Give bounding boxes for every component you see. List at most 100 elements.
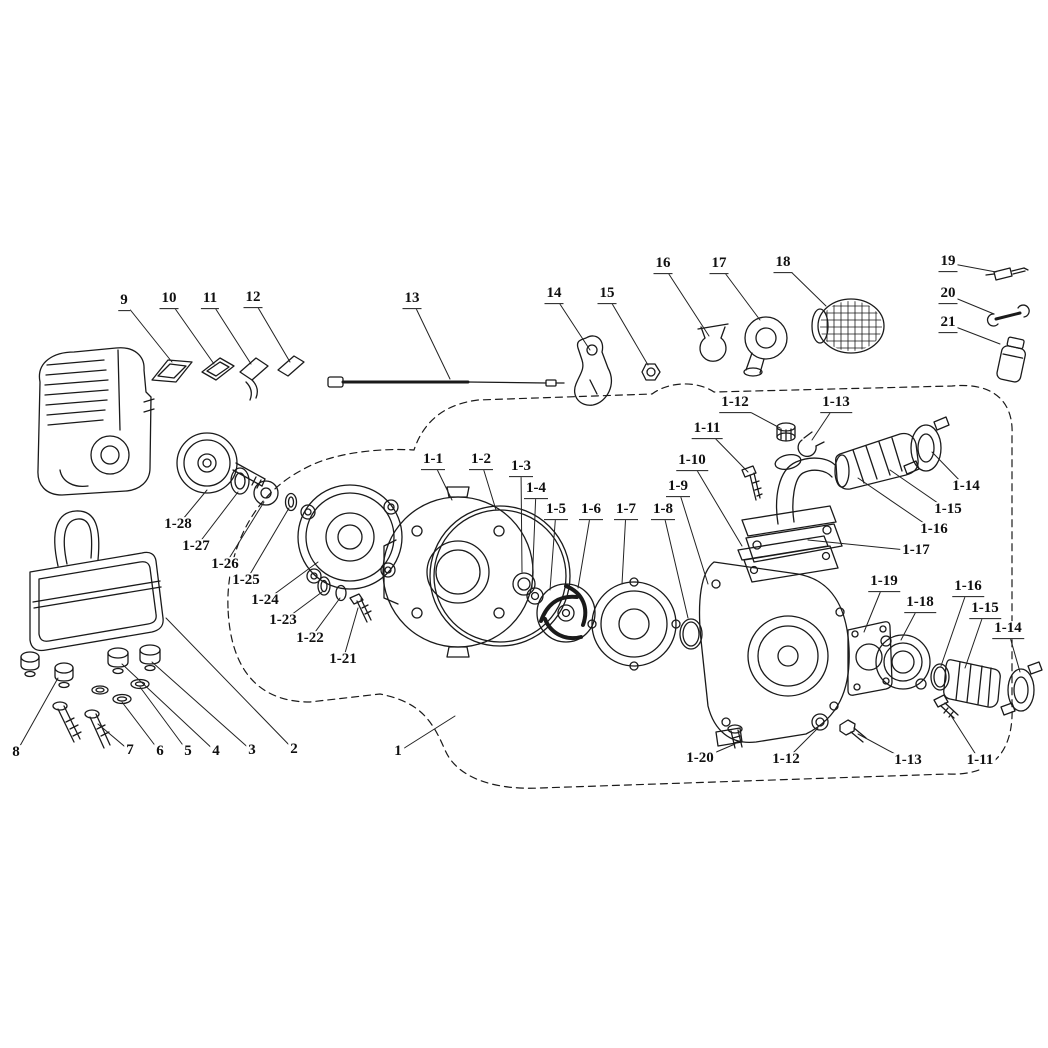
part-label-1-28: 1-28 <box>162 516 194 533</box>
carburetor-elbow-drawing <box>743 316 788 377</box>
part-label-1-16: 1-16 <box>918 521 950 538</box>
leader-line-15 <box>606 294 649 366</box>
engine-assembly-drawing <box>37 347 155 496</box>
carry-frame-drawing <box>29 510 164 652</box>
pump-body-drawing <box>698 535 850 747</box>
leader-line-1-8 <box>662 510 689 619</box>
clutch-housing-drawing <box>297 484 403 590</box>
part-label-1-12: 1-12 <box>770 751 802 768</box>
part-label-1: 1 <box>392 743 404 760</box>
leader-line-1-10 <box>691 461 743 547</box>
part-label-1-22: 1-22 <box>294 630 326 647</box>
part-label-1-13: 1-13 <box>820 394 852 413</box>
part-label-5: 5 <box>182 743 194 760</box>
leader-line-1-15 <box>964 609 986 669</box>
part-label-10: 10 <box>159 290 179 309</box>
leader-line-11 <box>209 299 252 365</box>
leader-line-1-9 <box>677 487 709 585</box>
part-label-12: 12 <box>243 289 263 308</box>
leader-line-10 <box>168 299 215 365</box>
part-label-1-13: 1-13 <box>892 752 924 769</box>
leader-line-8 <box>15 677 59 754</box>
leader-line-6 <box>121 701 161 753</box>
part-label-1-27: 1-27 <box>180 538 212 555</box>
wrench-drawing <box>986 304 1030 327</box>
rubber-feet-drawing <box>20 644 161 689</box>
leader-line-1-4 <box>531 489 537 589</box>
small-clamp-drawing <box>797 431 825 457</box>
part-label-1-1: 1-1 <box>421 451 445 470</box>
part-label-1-15: 1-15 <box>932 501 964 518</box>
washers-drawing <box>91 678 150 705</box>
leader-line-12 <box>252 298 291 363</box>
part-label-20: 20 <box>938 285 958 304</box>
part-label-1-9: 1-9 <box>666 478 690 497</box>
throttle-cable-drawing <box>327 376 565 388</box>
part-label-15: 15 <box>597 285 617 304</box>
assembly-boundary <box>227 383 1013 789</box>
air-filter-drawing <box>811 298 885 354</box>
part-label-1-26: 1-26 <box>209 556 241 573</box>
part-label-1-16: 1-16 <box>952 578 984 597</box>
part-label-13: 13 <box>402 290 422 309</box>
part-label-1-12: 1-12 <box>719 394 751 413</box>
part-label-1-8: 1-8 <box>651 501 675 520</box>
part-label-11: 11 <box>200 290 220 309</box>
throttle-handle-drawing <box>574 335 613 406</box>
leader-line-13 <box>411 299 451 380</box>
o-ring-small-drawing <box>679 618 703 650</box>
part-label-1-24: 1-24 <box>249 592 281 609</box>
leader-line-5 <box>139 686 189 753</box>
nut-drawing <box>641 363 661 381</box>
leader-line-1-16 <box>940 587 969 667</box>
part-label-21: 21 <box>938 314 958 333</box>
suction-flange-drawing <box>875 634 931 690</box>
part-label-16: 16 <box>653 255 673 274</box>
part-label-6: 6 <box>154 743 166 760</box>
leader-line-16 <box>662 264 710 337</box>
leader-line-1-6 <box>577 510 592 589</box>
part-label-19: 19 <box>938 253 958 272</box>
part-label-1-17: 1-17 <box>900 542 932 559</box>
leader-line-2 <box>165 617 295 751</box>
part-label-1-6: 1-6 <box>579 501 603 520</box>
coupling-flange-bottom-drawing <box>1000 661 1043 716</box>
leader-line-1-7 <box>621 510 627 585</box>
clutch-drum-drawing <box>176 432 266 494</box>
part-label-1-3: 1-3 <box>509 458 533 477</box>
part-label-1-21: 1-21 <box>327 651 359 668</box>
leader-line-4 <box>121 663 217 753</box>
leader-line-14 <box>553 294 591 351</box>
hose-tail-bottom-drawing <box>930 659 1001 708</box>
volute-drawing <box>587 577 681 671</box>
part-label-1-7: 1-7 <box>614 501 638 520</box>
part-label-9: 9 <box>118 292 130 311</box>
leader-line-1-21 <box>342 607 359 661</box>
clamp-drawing <box>697 323 729 362</box>
part-label-7: 7 <box>124 742 136 759</box>
part-label-1-18: 1-18 <box>904 594 936 613</box>
part-label-1-19: 1-19 <box>868 573 900 592</box>
leader-line-1-3 <box>520 467 523 573</box>
part-label-1-14: 1-14 <box>950 478 982 495</box>
part-label-18: 18 <box>773 254 793 273</box>
part-label-1-23: 1-23 <box>267 612 299 629</box>
part-label-14: 14 <box>544 285 564 304</box>
leader-line-9 <box>123 301 173 363</box>
leader-line-3 <box>151 661 253 752</box>
oil-bottle-drawing <box>996 336 1026 383</box>
leader-line-17 <box>718 264 761 321</box>
part-label-1-14: 1-14 <box>992 620 1024 639</box>
part-label-1-11: 1-11 <box>964 752 996 769</box>
leader-line-1-5 <box>549 510 557 591</box>
part-label-1-20: 1-20 <box>684 750 716 767</box>
leader-line-1-16 <box>857 477 935 531</box>
part-label-3: 3 <box>246 742 258 759</box>
part-label-2: 2 <box>288 741 300 758</box>
part-label-1-10: 1-10 <box>676 452 708 471</box>
part-label-4: 4 <box>210 743 222 760</box>
priming-cap-drawing <box>776 422 796 442</box>
part-label-8: 8 <box>10 744 22 761</box>
